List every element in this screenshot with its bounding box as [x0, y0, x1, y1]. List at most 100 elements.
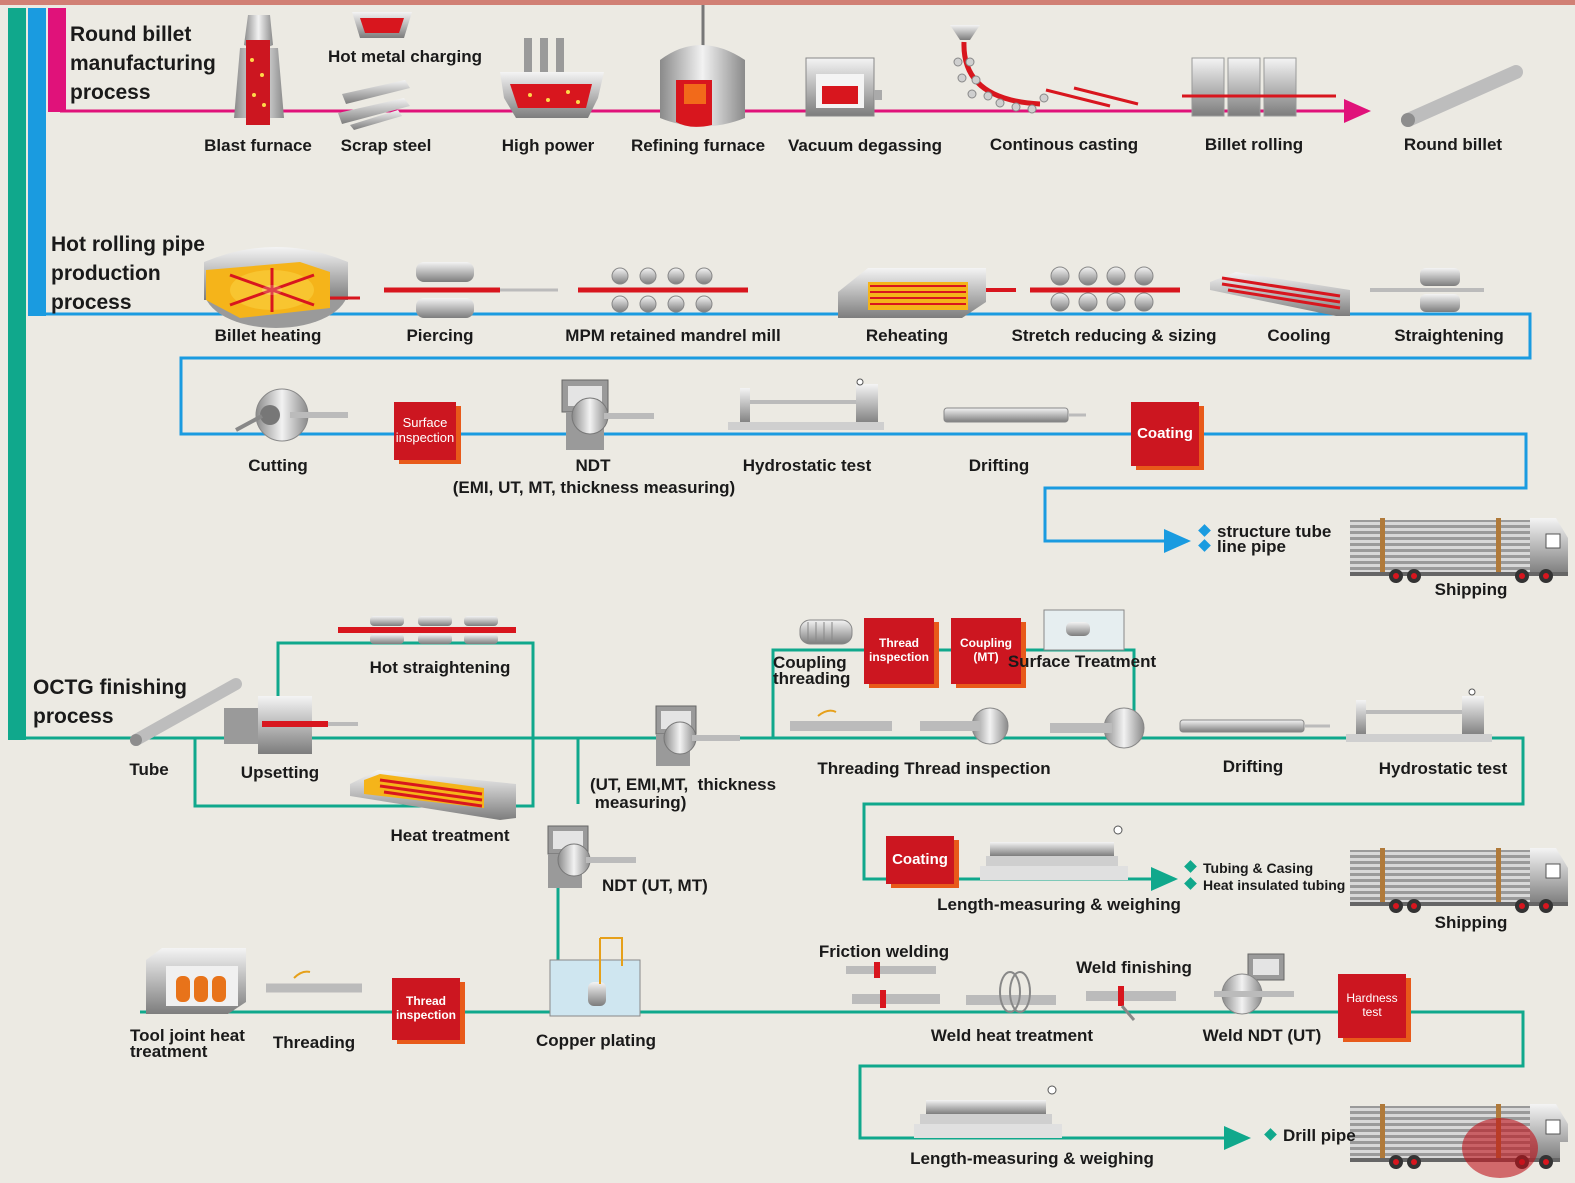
- coating-box: Coating: [1131, 402, 1199, 466]
- copper-plating-label: Copper plating: [536, 1031, 656, 1050]
- upsetting-icon: [224, 696, 358, 754]
- octg-shipping-label: Shipping: [1434, 913, 1508, 932]
- blast-furnace-icon: [234, 15, 284, 125]
- high-power-label: High power: [501, 136, 595, 155]
- stretch-reducing-label: Stretch reducing & sizing: [1011, 326, 1217, 345]
- cutting-label: Cutting: [248, 456, 308, 475]
- cooling-bed-icon: [1210, 272, 1350, 316]
- friction-welding-icon: [846, 962, 940, 1008]
- drifting-label: Drifting: [968, 456, 1030, 475]
- friction-welding-label: Friction welding: [818, 942, 950, 961]
- weld-finishing-label: Weld finishing: [1076, 958, 1192, 977]
- tool-joint-label: Tool joint heat treatment: [130, 1026, 245, 1061]
- arc-furnace-icon: [500, 38, 604, 118]
- ndt-ut-mt-label: NDT (UT, MT): [602, 876, 708, 895]
- scrap-steel-label: Scrap steel: [340, 136, 432, 155]
- weld-heat-treatment-label: Weld heat treatment: [930, 1026, 1094, 1045]
- upsetting-label: Upsetting: [240, 763, 320, 782]
- diamond-bullet-icon: [1184, 860, 1197, 873]
- mandrel-mill-icon: [578, 267, 748, 313]
- weld-heat-treatment-icon: [966, 971, 1056, 1013]
- surface-treatment-label: Surface Treatment: [1007, 652, 1157, 671]
- hot-straightening-label: Hot straightening: [369, 658, 511, 677]
- octg-ndt-detail-label: (UT, EMI,MT, thickness measuring): [590, 775, 777, 812]
- hydrostatic-octg-icon: [1346, 688, 1492, 742]
- octg-drifting-label: Drifting: [1222, 757, 1284, 776]
- product-heat-insulated-tubing: Heat insulated tubing: [1184, 877, 1345, 893]
- tool-joint-furnace-icon: [146, 948, 246, 1014]
- round-billet-label: Round billet: [1403, 135, 1503, 154]
- length-measuring-icon: [980, 825, 1128, 880]
- ndt-detail-label: (EMI, UT, MT, thickness measuring): [452, 478, 736, 497]
- tube-label: Tube: [129, 760, 169, 779]
- length-measuring-label: Length-measuring & weighing: [937, 895, 1181, 914]
- ndt-machine-icon: [561, 379, 654, 450]
- drill-thread-inspection-box: Thread inspection: [392, 978, 460, 1040]
- section-title-billet: Round billet manufacturing process: [70, 23, 216, 104]
- scrap-steel-icon: [338, 80, 410, 130]
- billet-rolling-icon: [1182, 57, 1336, 117]
- threading-thread-inspection-label: Threading Thread inspection: [817, 759, 1051, 778]
- reheating-label: Reheating: [865, 326, 949, 345]
- vacuum-degassing-label: Vacuum degassing: [788, 136, 942, 155]
- straightening-label: Straightening: [1394, 326, 1504, 345]
- drifting-octg-icon: [1179, 719, 1330, 733]
- surface-inspection-box: Surface inspection: [394, 402, 456, 460]
- octg-coating-box: Coating: [886, 836, 954, 884]
- hot-metal-charging-label: Hot metal charging: [328, 47, 482, 66]
- round-billet-icon: [1401, 65, 1523, 127]
- heat-treatment-label: Heat treatment: [390, 826, 510, 845]
- billet-heating-icon: [204, 247, 360, 328]
- reheating-furnace-icon: [838, 268, 1016, 318]
- coupling-makeup-icon: [1050, 707, 1145, 749]
- stretch-reducing-icon: [1030, 266, 1180, 312]
- product-tubing-casing: Tubing & Casing: [1184, 860, 1313, 876]
- length-measuring-drill-icon: [914, 1085, 1062, 1138]
- continuous-casting-icon: [950, 25, 1139, 114]
- shipping-label: Shipping: [1434, 580, 1508, 599]
- coupling-mt-box: Coupling (MT): [951, 618, 1021, 684]
- billet-rolling-label: Billet rolling: [1204, 135, 1304, 154]
- diamond-bullet-icon: [1184, 877, 1197, 890]
- thread-inspection-box: Thread inspection: [864, 618, 934, 684]
- heat-treatment-furnace-icon: [350, 770, 516, 820]
- threading-icon: [790, 709, 892, 731]
- threading-drill-icon: [266, 970, 362, 993]
- weld-finishing-icon: [1086, 986, 1176, 1021]
- vacuum-degassing-icon: [805, 57, 882, 117]
- ladle-icon: [352, 12, 412, 38]
- piercing-label: Piercing: [406, 326, 474, 345]
- cooling-label: Cooling: [1267, 326, 1331, 345]
- product-structure-tube: structure tube: [1198, 523, 1331, 541]
- drifting-icon: [943, 407, 1086, 423]
- threading-label: Threading: [272, 1033, 356, 1052]
- refining-furnace-icon: [660, 5, 745, 127]
- section-title-octg: OCTG finishing process: [33, 676, 187, 728]
- ndt-octg-icon: [655, 705, 740, 766]
- coupling-threading-icon: [799, 619, 853, 645]
- octg-hydrostatic-label: Hydrostatic test: [1378, 759, 1508, 778]
- hardness-test-box: Hardness test: [1338, 974, 1406, 1038]
- thread-inspection-icon: [920, 707, 1009, 745]
- weld-ndt-label: Weld NDT (UT): [1202, 1026, 1322, 1045]
- mpm-label: MPM retained mandrel mill: [565, 326, 781, 345]
- product-line-pipe: line pipe: [1198, 538, 1286, 556]
- copper-plating-icon: [549, 937, 641, 1017]
- continuous-casting-label: Continous casting: [989, 135, 1139, 154]
- straightener-icon: [1370, 268, 1484, 312]
- drill-length-measuring-label: Length-measuring & weighing: [910, 1149, 1154, 1168]
- hot-straightening-icon: [338, 616, 516, 644]
- refining-furnace-label: Refining furnace: [630, 136, 766, 155]
- section-title-hot-rolling: Hot rolling pipe production process: [51, 233, 205, 314]
- surface-treatment-tank-icon: [1043, 609, 1125, 651]
- tube-icon: [130, 678, 242, 746]
- hydrostatic-test-label: Hydrostatic test: [742, 456, 872, 475]
- ndt-label: NDT: [575, 456, 611, 475]
- truck-icon: [1350, 518, 1568, 583]
- weld-ndt-icon: [1214, 953, 1294, 1015]
- diamond-bullet-icon: [1264, 1128, 1277, 1141]
- billet-heating-label: Billet heating: [214, 326, 322, 345]
- product-drill-pipe: Drill pipe: [1264, 1127, 1356, 1145]
